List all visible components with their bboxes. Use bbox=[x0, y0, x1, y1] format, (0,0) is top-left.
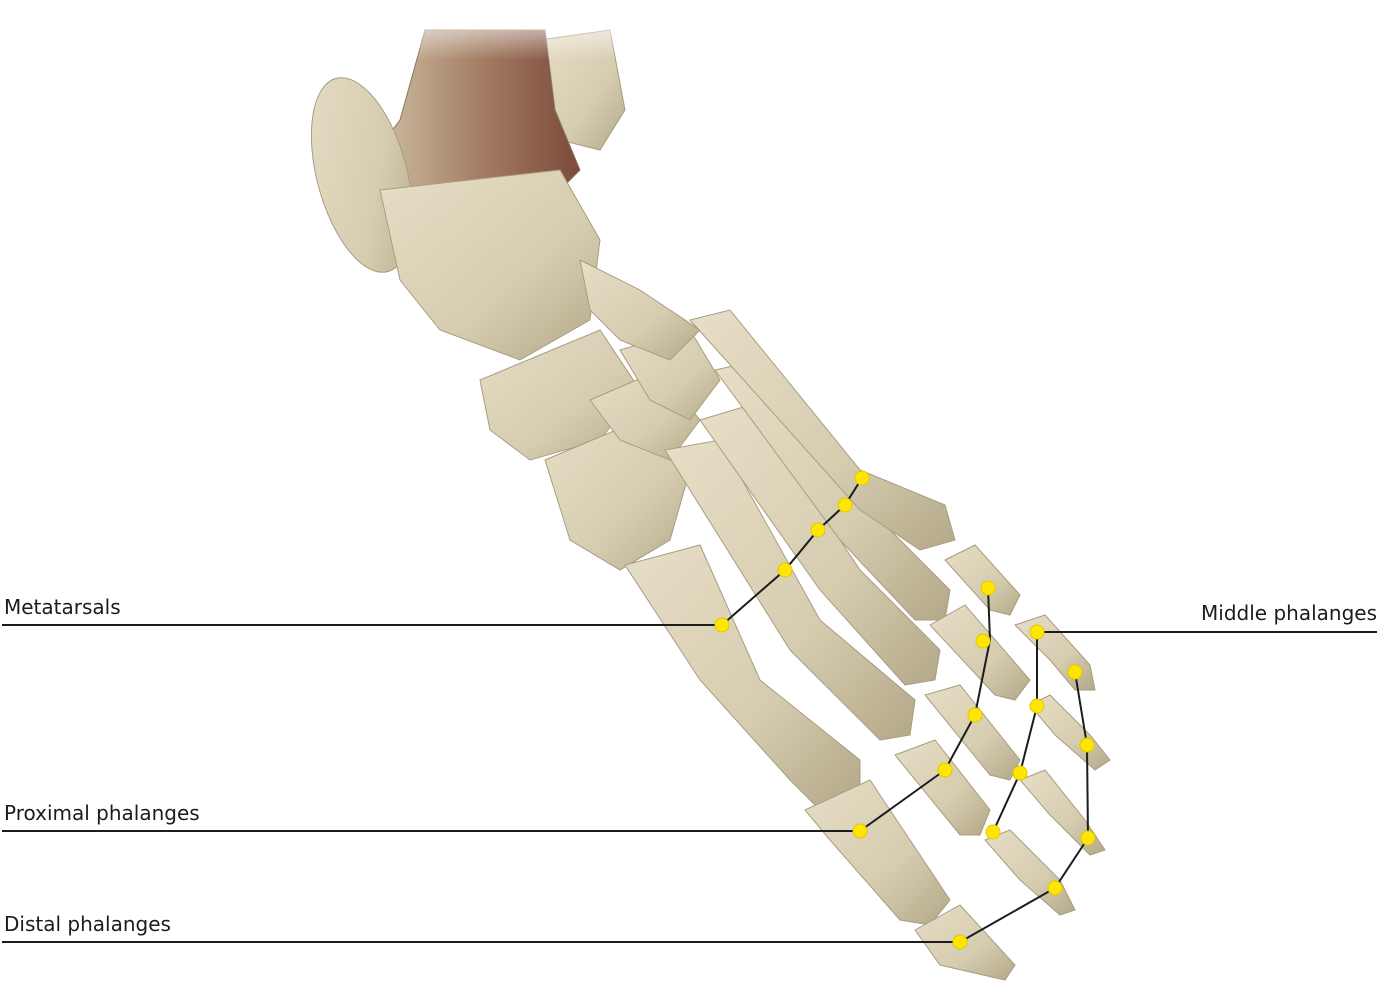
talus bbox=[380, 170, 600, 360]
marker-metatarsal-3 bbox=[811, 523, 825, 537]
proximal-phalanges-label: Proximal phalanges bbox=[4, 803, 200, 823]
marker-metatarsal-2 bbox=[778, 563, 792, 577]
marker-middle-5 bbox=[1030, 625, 1044, 639]
middle-phalanges-label: Middle phalanges bbox=[1201, 603, 1377, 623]
marker-middle-4 bbox=[1030, 699, 1044, 713]
marker-metatarsal-1 bbox=[715, 618, 729, 632]
marker-metatarsal-5 bbox=[855, 471, 869, 485]
tarsal-bones bbox=[380, 170, 720, 570]
marker-proximal-1 bbox=[853, 824, 867, 838]
metatarsals-label: Metatarsals bbox=[4, 597, 121, 617]
marker-distal-2 bbox=[1048, 881, 1062, 895]
marker-distal-4 bbox=[1080, 738, 1094, 752]
toe5-proximal bbox=[945, 545, 1020, 615]
marker-proximal-2 bbox=[938, 763, 952, 777]
hallux-proximal bbox=[805, 780, 950, 925]
marker-metatarsal-4 bbox=[838, 498, 852, 512]
marker-proximal-4 bbox=[976, 634, 990, 648]
marker-distal-1 bbox=[953, 935, 967, 949]
marker-distal-5 bbox=[1068, 665, 1082, 679]
marker-proximal-5 bbox=[981, 581, 995, 595]
marker-distal-3 bbox=[1081, 831, 1095, 845]
distal-phalanges-label: Distal phalanges bbox=[4, 914, 171, 934]
marker-proximal-3 bbox=[968, 708, 982, 722]
marker-middle-3 bbox=[1013, 766, 1027, 780]
marker-middle-2 bbox=[986, 825, 1000, 839]
